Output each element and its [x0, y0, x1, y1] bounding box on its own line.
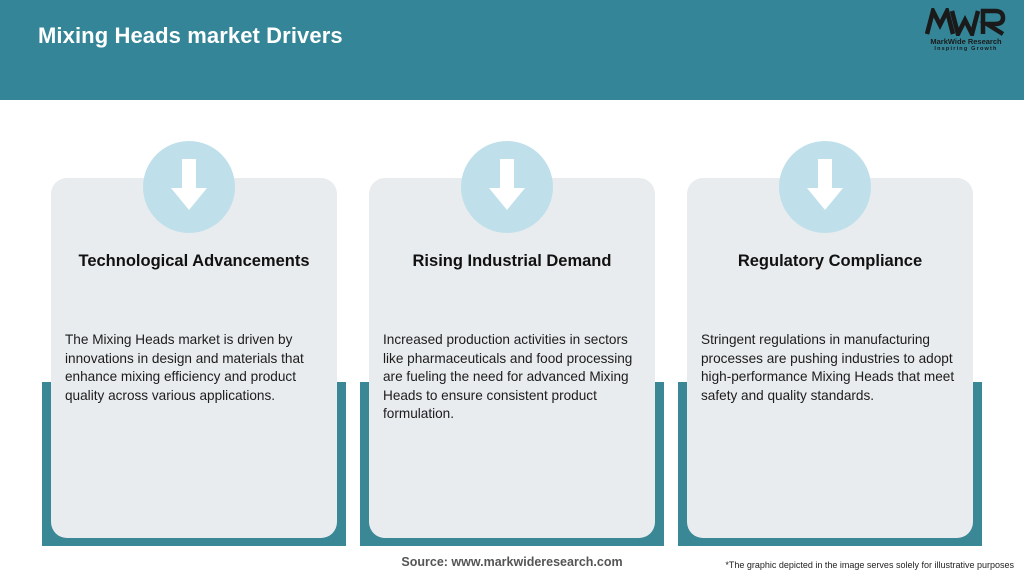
driver-card: [51, 178, 337, 538]
driver-column-2: Rising Industrial Demand Increased produ…: [360, 0, 664, 560]
driver-description: Increased production activities in secto…: [383, 332, 633, 422]
source-citation: Source: www.markwideresearch.com: [401, 555, 623, 569]
logo-tagline: Inspiring Growth: [934, 46, 998, 52]
driver-description: The Mixing Heads market is driven by inn…: [65, 332, 304, 403]
driver-title: Regulatory Compliance: [737, 252, 923, 270]
driver-column-1: Technological Advancements The Mixing He…: [42, 0, 346, 560]
arrow-down-icon: [779, 141, 871, 233]
driver-card: [687, 178, 973, 538]
company-logo: MarkWide Research Inspiring Growth: [918, 8, 1014, 58]
driver-card: [369, 178, 655, 538]
header-banner: Mixing Heads market Drivers MarkWide Res…: [0, 0, 1024, 100]
mwr-logo-icon: [925, 8, 1006, 36]
driver-title: Rising Industrial Demand: [412, 252, 612, 270]
logo-company-name: MarkWide Research: [930, 37, 1002, 46]
arrow-down-icon: [143, 141, 235, 233]
driver-column-3: Regulatory Compliance Stringent regulati…: [678, 0, 982, 560]
driver-description: Stringent regulations in manufacturing p…: [701, 332, 955, 403]
disclaimer-note: *The graphic depicted in the image serve…: [725, 560, 1014, 570]
page-title: Mixing Heads market Drivers: [38, 23, 343, 48]
arrow-down-icon: [461, 141, 553, 233]
driver-title: Technological Advancements: [78, 252, 310, 270]
